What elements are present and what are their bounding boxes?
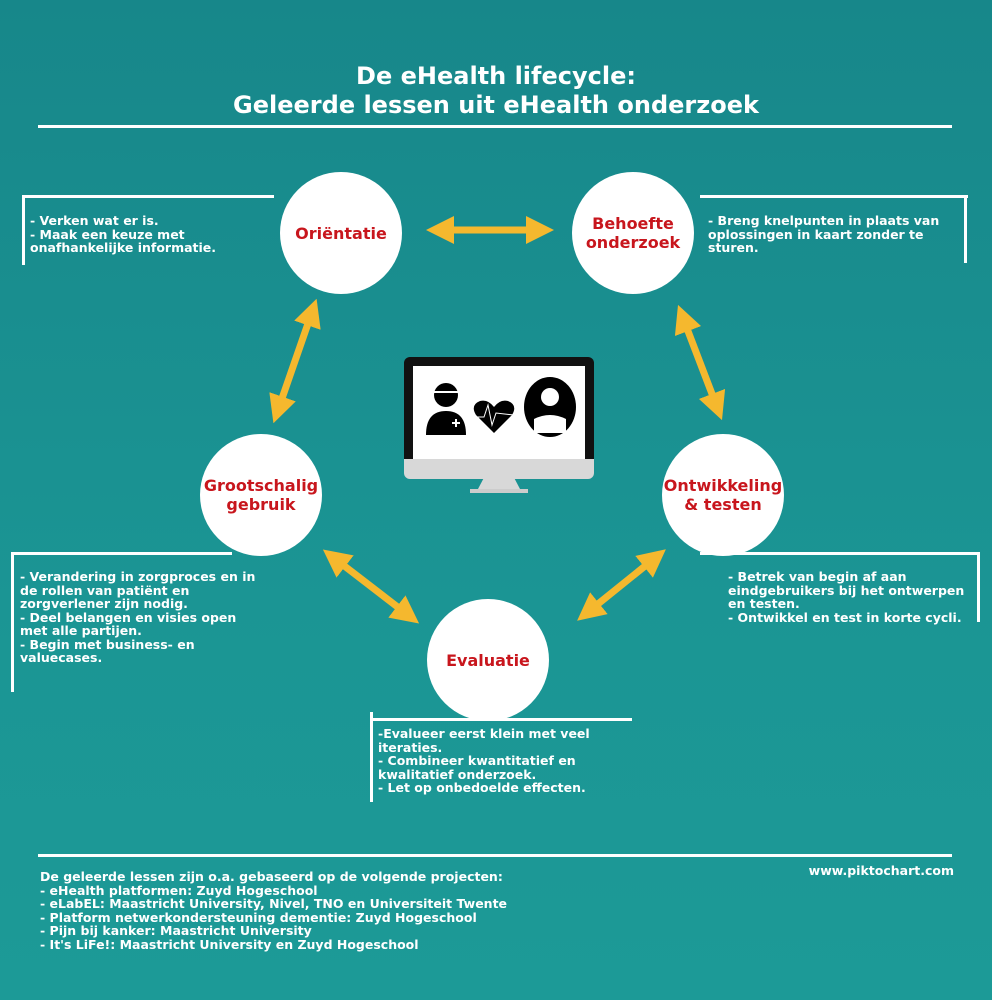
footer-projects: De geleerde lessen zijn o.a. gebaseerd o…: [40, 869, 508, 952]
heartbeat-icon: [473, 400, 515, 433]
stage-grootschalig-gebruik: Grootschalig gebruik: [200, 434, 322, 556]
bracket: [22, 195, 25, 265]
title-divider: [38, 125, 952, 128]
arrow-grootschalig-orientatie: [269, 298, 321, 424]
nurse-icon: [426, 383, 466, 435]
page-title: De eHealth lifecycle: Geleerde lessen ui…: [0, 62, 992, 120]
notes-grootschalig: - Verandering in zorgproces en in de rol…: [20, 569, 256, 665]
monitor-stand: [478, 477, 520, 489]
title-line-1: De eHealth lifecycle:: [356, 62, 636, 90]
footer-divider: [38, 854, 952, 857]
title-line-2: Geleerde lessen uit eHealth onderzoek: [233, 91, 759, 119]
bracket: [964, 195, 967, 263]
bracket: [370, 712, 373, 802]
doctor-icon: [524, 377, 576, 437]
bracket: [700, 195, 968, 198]
notes-evaluatie: -Evalueer eerst klein met veel iteraties…: [378, 726, 590, 795]
bracket: [977, 552, 980, 622]
stage-behoefte-onderzoek: Behoefte onderzoek: [572, 172, 694, 294]
notes-behoefte: - Breng knelpunten in plaats van oplossi…: [708, 213, 940, 255]
stage-orientatie: Oriëntatie: [280, 172, 402, 294]
arrow-ontwikkeling-evaluatie: [577, 549, 666, 621]
arrow-grootschalig-evaluatie: [322, 549, 420, 624]
monitor-base: [470, 489, 528, 493]
arrow-behoefte-ontwikkeling: [674, 304, 726, 421]
bracket: [24, 195, 274, 198]
bracket: [12, 552, 232, 555]
monitor-icon: [404, 357, 594, 479]
notes-ontwikkeling: - Betrek van begin af aan eindgebruikers…: [728, 569, 965, 625]
notes-orientatie: - Verken wat er is.- Maak een keuze met …: [30, 213, 217, 255]
bracket: [700, 552, 980, 555]
bracket: [372, 718, 632, 721]
stage-ontwikkeling-testen: Ontwikkeling & testen: [662, 434, 784, 556]
stage-evaluatie: Evaluatie: [427, 599, 549, 721]
bracket: [11, 552, 14, 692]
credit-link[interactable]: www.piktochart.com: [808, 863, 954, 878]
